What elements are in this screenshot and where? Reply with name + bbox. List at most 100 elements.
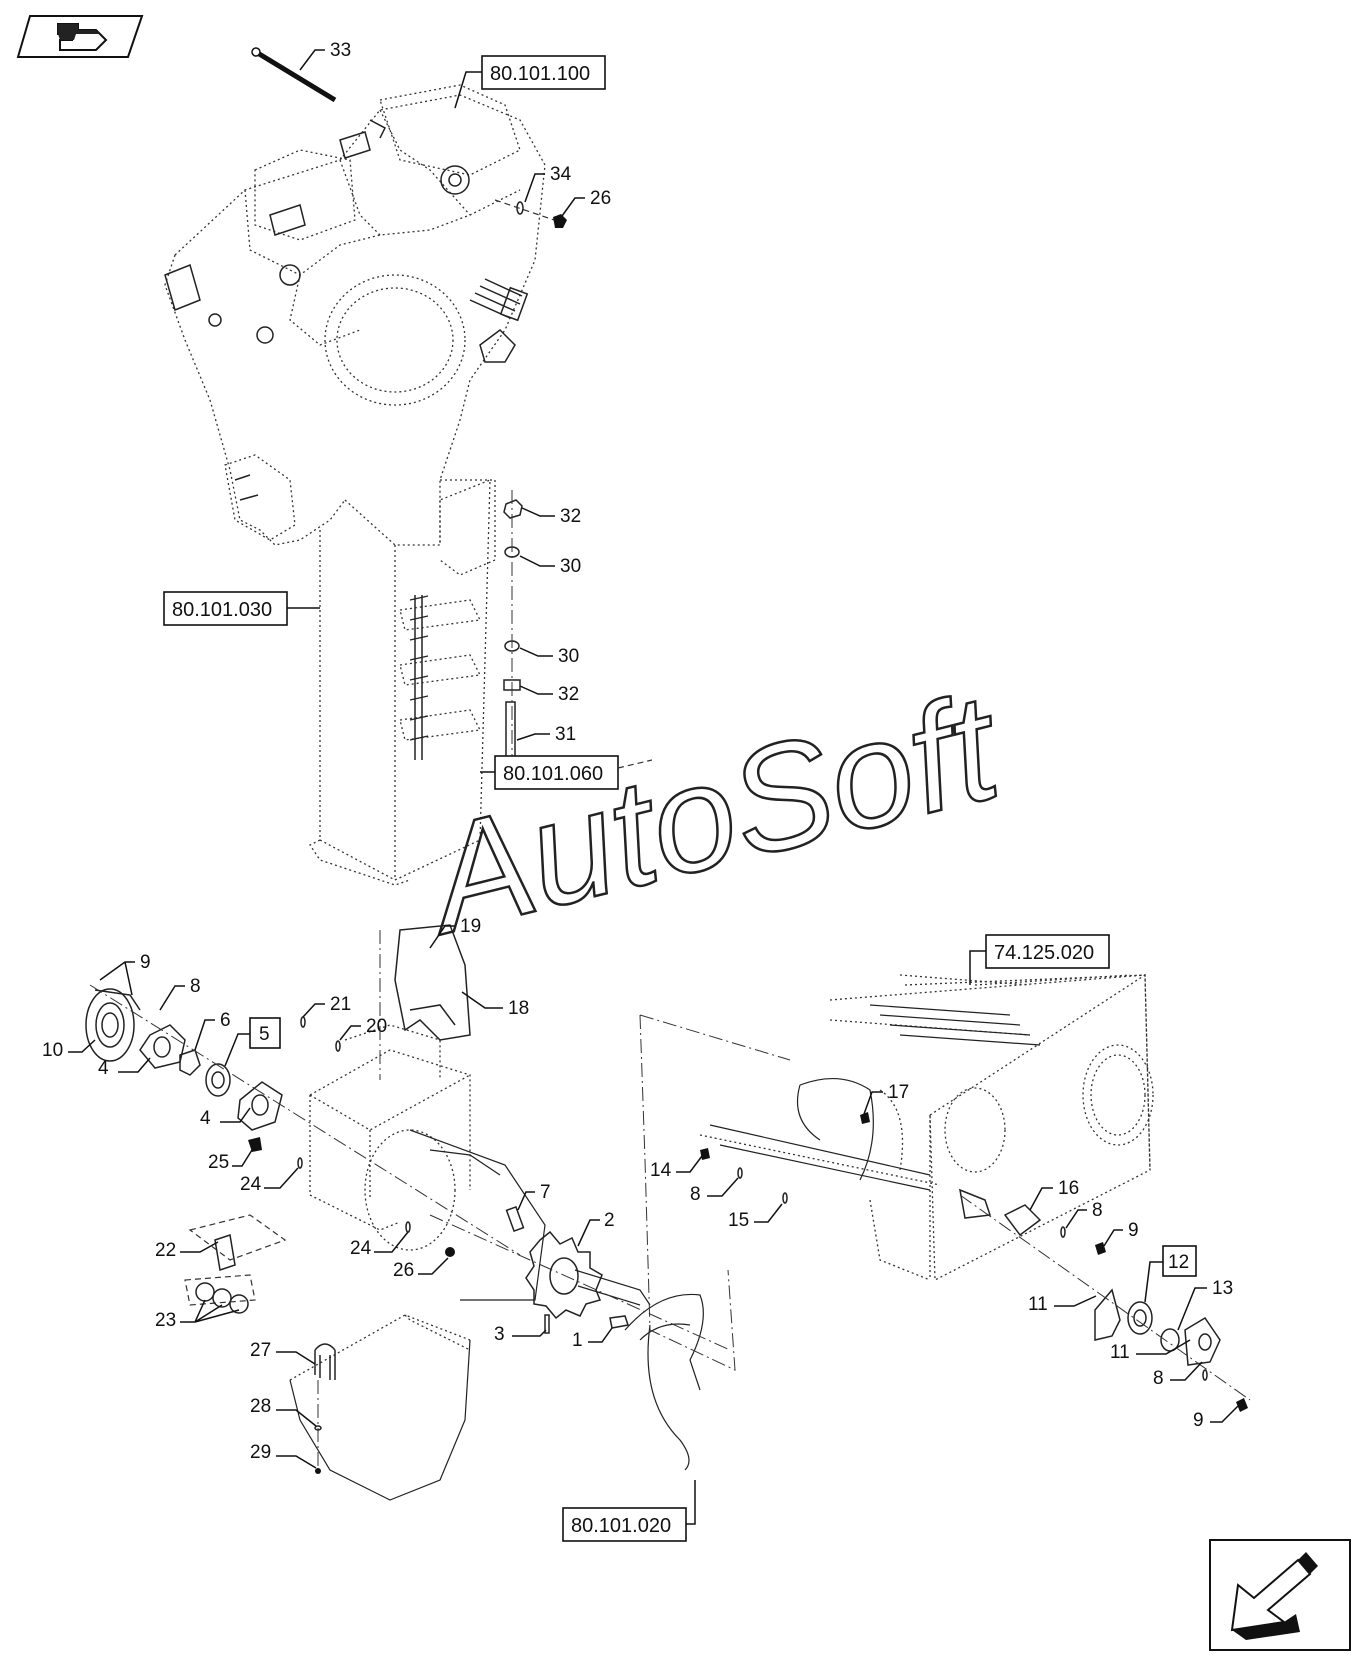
- svg-text:2: 2: [604, 1210, 615, 1231]
- boxed-part-12[interactable]: 12: [1144, 1245, 1197, 1303]
- svg-text:27: 27: [250, 1340, 271, 1361]
- clamp-parts-22-23: [184, 1214, 287, 1314]
- rod-part-33: [251, 47, 337, 103]
- u-bolt-27: [314, 1343, 336, 1474]
- callout-23: 23: [155, 1299, 240, 1331]
- boxed-part-5[interactable]: 5: [224, 1017, 281, 1067]
- svg-text:80.101.020: 80.101.020: [571, 1515, 671, 1537]
- svg-text:21: 21: [330, 994, 351, 1015]
- callout-11-lower: 11: [1110, 1339, 1191, 1363]
- sprocket-2-and-shaft: [405, 1205, 731, 1471]
- svg-text:29: 29: [250, 1442, 271, 1463]
- svg-text:80.101.030: 80.101.030: [172, 599, 272, 621]
- washer-34: [494, 199, 567, 228]
- callout-8-mid: 8: [690, 1177, 739, 1205]
- svg-text:6: 6: [220, 1010, 231, 1031]
- callout-29: 29: [250, 1442, 317, 1469]
- svg-text:31: 31: [555, 724, 576, 745]
- callout-4-lower: 4: [200, 1107, 251, 1129]
- elevator-tube: [309, 479, 496, 886]
- callout-8-lower-right: 8: [1153, 1361, 1203, 1389]
- svg-text:5: 5: [259, 1024, 270, 1045]
- svg-text:34: 34: [550, 164, 572, 185]
- callout-9-right: 9: [1103, 1220, 1139, 1247]
- svg-text:30: 30: [558, 646, 579, 667]
- callout-34: 34: [524, 164, 572, 203]
- callout-32-lower: 32: [519, 684, 579, 705]
- auger-housing-assembly: [699, 973, 1251, 1412]
- callout-4-upper: 4: [98, 1057, 151, 1079]
- svg-text:8: 8: [690, 1184, 701, 1205]
- svg-text:4: 4: [200, 1108, 211, 1129]
- svg-text:24: 24: [350, 1238, 372, 1259]
- svg-text:33: 33: [330, 40, 351, 61]
- svg-text:23: 23: [155, 1310, 176, 1331]
- left-bearing-assembly: [85, 984, 521, 1256]
- svg-text:8: 8: [1092, 1200, 1103, 1221]
- svg-text:25: 25: [208, 1152, 229, 1173]
- svg-text:11: 11: [1028, 1294, 1048, 1315]
- svg-text:10: 10: [42, 1040, 63, 1061]
- callout-30-lower: 30: [519, 646, 579, 667]
- callout-19: 19: [429, 916, 481, 949]
- svg-text:4: 4: [98, 1058, 109, 1079]
- lower-drive-housing: [289, 924, 546, 1501]
- callout-20: 20: [339, 1016, 387, 1041]
- reference-box-80-101-060[interactable]: 80.101.060: [480, 755, 653, 790]
- bolt-stack-30-32: [503, 490, 523, 770]
- svg-text:13: 13: [1212, 1278, 1233, 1299]
- callout-8-right: 8: [1065, 1200, 1103, 1229]
- callout-1: 1: [572, 1327, 613, 1351]
- callout-7: 7: [517, 1182, 551, 1211]
- reference-box-74-125-020[interactable]: 74.125.020: [969, 934, 1110, 985]
- callout-13: 13: [1177, 1278, 1233, 1331]
- reference-box-80-101-020[interactable]: 80.101.020: [562, 1480, 696, 1542]
- callout-33: 33: [299, 40, 351, 71]
- svg-text:8: 8: [1153, 1368, 1164, 1389]
- callout-9-left: 9: [99, 952, 151, 996]
- svg-text:15: 15: [728, 1210, 749, 1231]
- svg-text:9: 9: [1193, 1410, 1204, 1431]
- callout-32-top: 32: [521, 506, 581, 527]
- reference-box-80-101-030[interactable]: 80.101.030: [163, 591, 320, 626]
- callout-26-top: 26: [561, 188, 611, 217]
- callout-2: 2: [577, 1210, 615, 1247]
- callout-28: 28: [250, 1396, 317, 1427]
- callout-30-top: 30: [519, 555, 581, 577]
- callout-31: 31: [516, 724, 576, 745]
- previous-page-arrow-icon[interactable]: [16, 15, 144, 58]
- callout-17: 17: [863, 1082, 909, 1115]
- svg-text:17: 17: [888, 1082, 909, 1103]
- callout-10: 10: [42, 1039, 96, 1061]
- svg-text:11: 11: [1110, 1342, 1130, 1363]
- callout-3: 3: [494, 1324, 547, 1345]
- svg-text:24: 24: [240, 1174, 262, 1195]
- callout-8-left: 8: [159, 976, 201, 1011]
- svg-text:18: 18: [508, 998, 529, 1019]
- svg-text:19: 19: [460, 916, 481, 937]
- svg-text:80.101.100: 80.101.100: [490, 63, 590, 85]
- svg-text:16: 16: [1058, 1178, 1079, 1199]
- svg-text:30: 30: [560, 556, 581, 577]
- next-page-arrow-icon[interactable]: [1209, 1539, 1351, 1651]
- svg-text:14: 14: [650, 1160, 672, 1181]
- reference-box-80-101-100[interactable]: 80.101.100: [454, 55, 606, 109]
- callout-24-upper: 24: [240, 1167, 299, 1195]
- callout-27: 27: [250, 1340, 316, 1365]
- callout-26-lower: 26: [393, 1257, 449, 1281]
- callout-18: 18: [461, 991, 529, 1019]
- svg-text:80.101.060: 80.101.060: [503, 763, 603, 785]
- svg-text:74.125.020: 74.125.020: [994, 942, 1094, 964]
- svg-text:20: 20: [366, 1016, 387, 1037]
- callout-9-lower-right: 9: [1193, 1405, 1239, 1431]
- callout-22: 22: [155, 1240, 219, 1261]
- callout-21: 21: [302, 994, 351, 1018]
- svg-text:26: 26: [590, 188, 611, 209]
- svg-text:1: 1: [572, 1330, 583, 1351]
- elevator-head-assembly: [164, 84, 546, 546]
- callout-15: 15: [728, 1203, 783, 1231]
- svg-text:8: 8: [190, 976, 201, 997]
- svg-text:32: 32: [558, 684, 579, 705]
- svg-text:3: 3: [494, 1324, 505, 1345]
